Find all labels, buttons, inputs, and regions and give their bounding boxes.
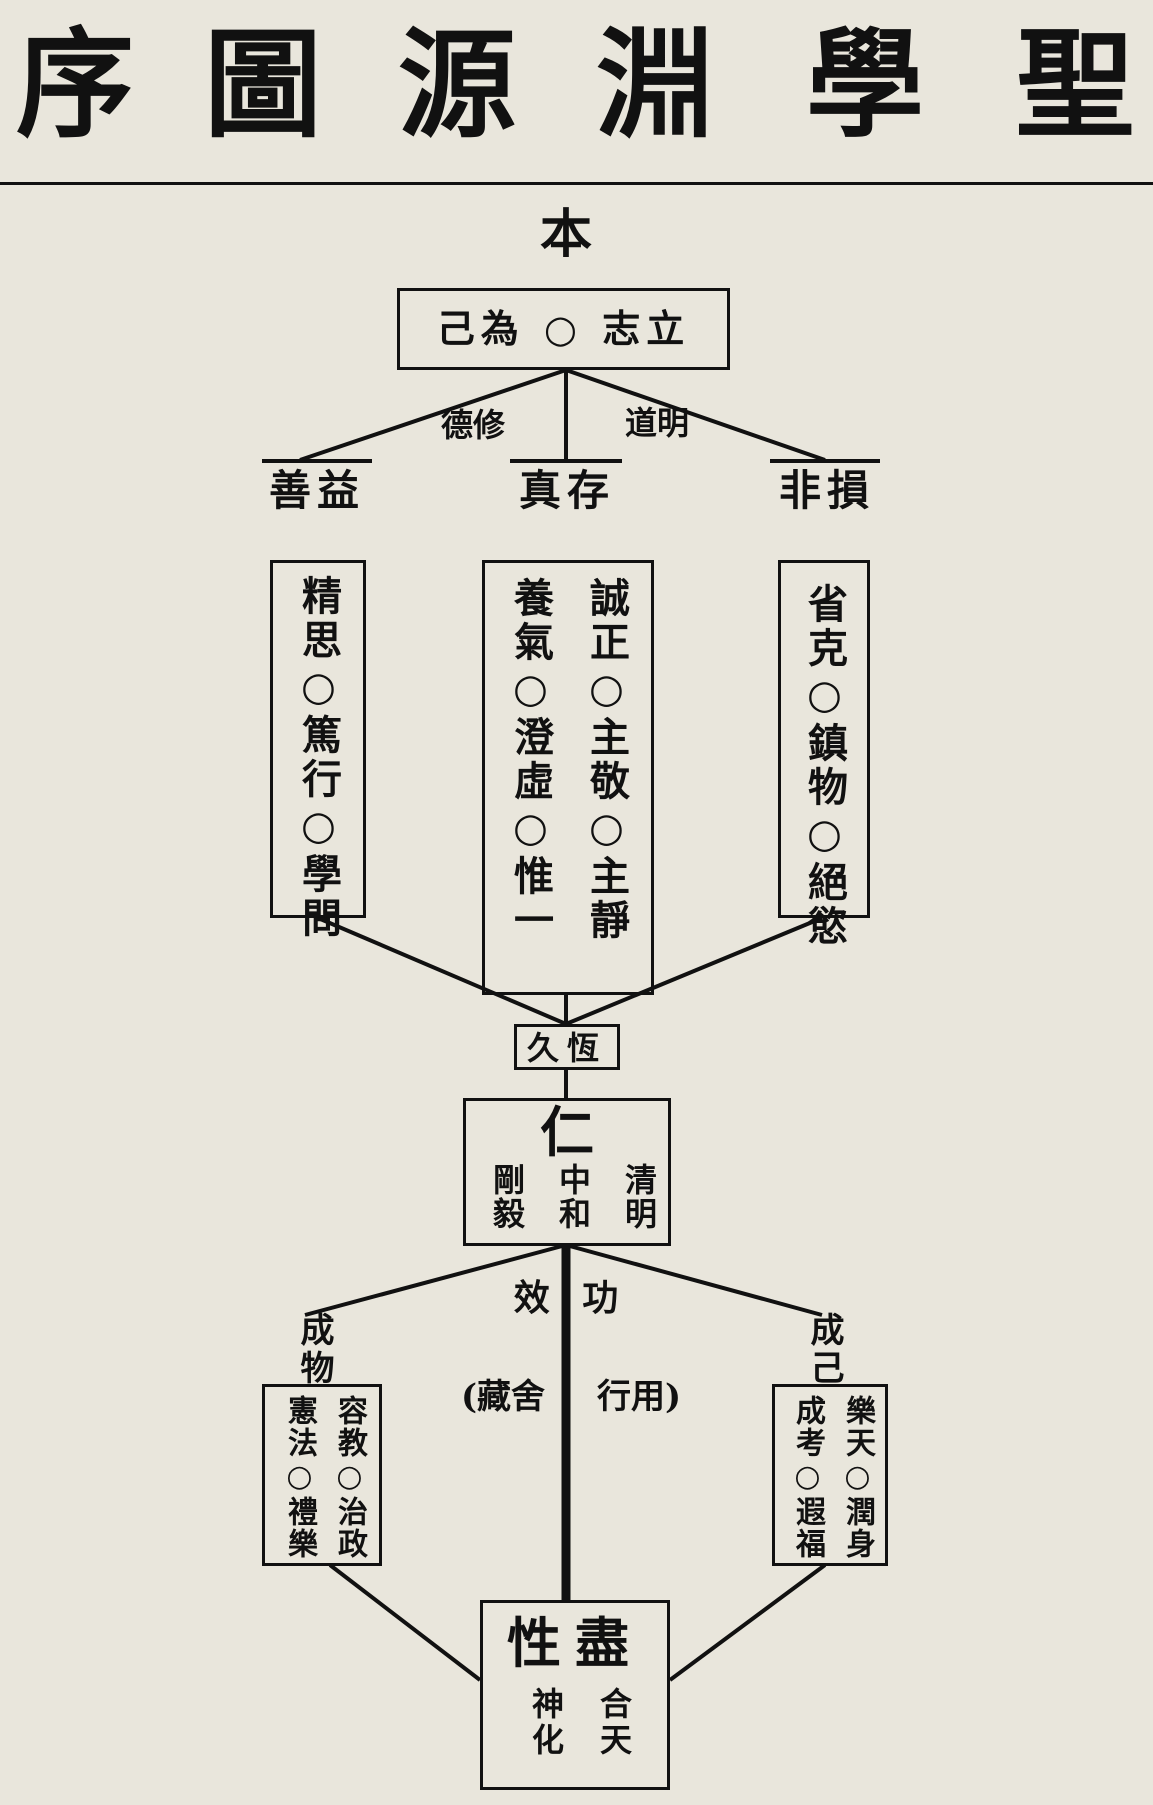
- left-bottom-col2: 憲法○禮樂: [282, 1395, 317, 1560]
- title-char-3: 源: [397, 15, 516, 154]
- left-box-text: 精思○篤行○學問: [295, 575, 342, 941]
- head-cunzhen: 真存: [518, 466, 615, 515]
- jiuheng-text: 久恆: [526, 1029, 607, 1067]
- center-box-col2: 養氣○澄虛○惟一: [507, 577, 554, 943]
- ren-col-qingming: 清明: [620, 1163, 658, 1231]
- left-box: 精思○篤行○學問: [270, 560, 366, 941]
- top-box-text: 己為 ○ 志立: [436, 306, 691, 351]
- title-rule: [0, 182, 1153, 185]
- ren-box: 仁 清明 中和 剛毅: [463, 1098, 671, 1246]
- label-xiude: 德修: [440, 406, 505, 444]
- center-box: 誠正○主敬○主靜 養氣○澄虛○惟一: [482, 560, 654, 995]
- left-bottom-box: 容教○治政 憲法○禮樂: [262, 1384, 382, 1566]
- title-char-4: 淵: [595, 15, 714, 154]
- title-char-1: 序: [15, 15, 134, 154]
- bottom-col-hetian: 合天: [595, 1687, 633, 1759]
- right-bottom-col1: 樂天○潤身: [840, 1395, 875, 1560]
- label-mingdao: 道明: [624, 404, 689, 442]
- top-box: 己為 ○ 志立: [397, 288, 730, 370]
- right-box-text: 省克○鎮物○絕慾: [801, 583, 848, 949]
- node-ben: 本: [539, 204, 592, 265]
- label-xingyong: 行用): [596, 1377, 682, 1417]
- title-char-5: 學: [805, 15, 924, 154]
- ren-col-zhonghe: 中和: [554, 1163, 592, 1231]
- left-bottom-col1: 容教○治政: [332, 1395, 367, 1560]
- ren-col-gangyi: 剛毅: [488, 1163, 526, 1231]
- head-yishan: 善益: [268, 466, 365, 515]
- head-sunfei: 非損: [778, 466, 875, 515]
- jiuheng-box: 久恆: [514, 1024, 620, 1070]
- jinxing-box: 性盡 合天 神化: [480, 1600, 670, 1790]
- bottom-col-shenhua: 神化: [527, 1687, 565, 1759]
- center-box-col1: 誠正○主敬○主靜: [583, 577, 630, 943]
- title-bar: 序 圖 源 淵 學 聖: [0, 0, 1153, 180]
- label-chengwu: 成物: [294, 1312, 334, 1388]
- title-char-6: 聖: [1015, 15, 1134, 154]
- label-shecang: (藏舍: [460, 1377, 546, 1417]
- label-gongxiao: 效 功: [513, 1277, 629, 1319]
- title-char-2: 圖: [203, 15, 322, 154]
- label-chengji: 成己: [804, 1312, 844, 1388]
- right-box: 省克○鎮物○絕慾: [778, 560, 870, 949]
- ren-text: 仁: [540, 1100, 594, 1164]
- right-bottom-col2: 成考○遐福: [790, 1395, 825, 1560]
- jinxing-text: 性盡: [507, 1611, 643, 1675]
- right-bottom-box: 樂天○潤身 成考○遐福: [772, 1384, 888, 1566]
